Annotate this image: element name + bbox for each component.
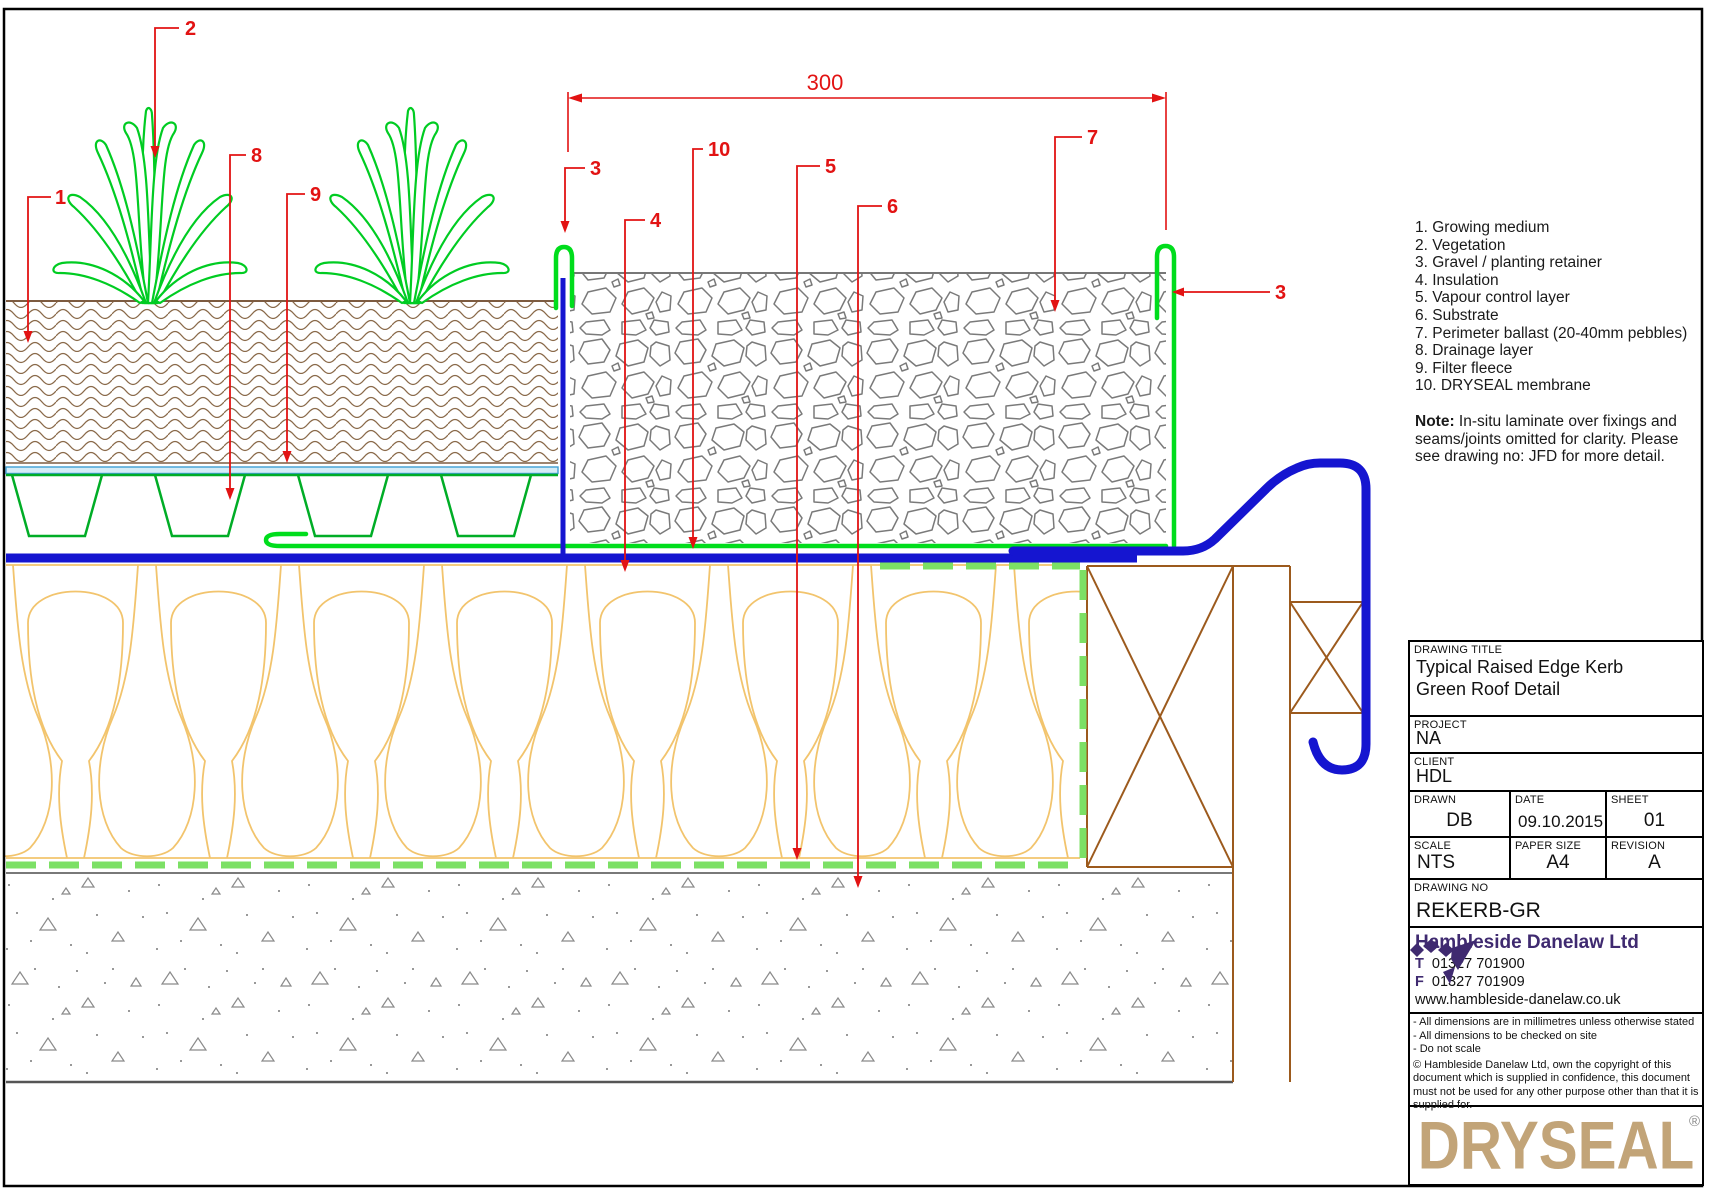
date-value: 09.10.2015 [1518,812,1603,832]
disclaimer-line: - All dimensions to be checked on site [1413,1030,1699,1044]
drawn-label: DRAWN [1414,794,1456,806]
legend-item: 7. Perimeter ballast (20-40mm pebbles) [1415,325,1715,343]
insulation-layer [4,565,1080,858]
registered-mark-icon: ® [1689,1113,1700,1130]
scale-paper-revision-section: SCALE NTS PAPER SIZE A4 REVISION A [1410,838,1702,880]
growing-medium-layer [6,301,558,463]
client-section: CLIENT HDL [1410,754,1702,792]
drawing-no-section: DRAWING NO REKERB-GR [1410,880,1702,928]
drainage-layer [6,475,558,536]
drawing-title-label: DRAWING TITLE [1414,644,1502,656]
drawing-title-line2: Green Roof Detail [1416,679,1560,700]
title-block: DRAWING TITLE Typical Raised Edge Kerb G… [1408,640,1704,1186]
date-label: DATE [1515,794,1544,806]
callout-3-left: 3 [590,158,601,180]
sheet-cell: SHEET 01 [1605,792,1702,836]
legend-item: 10. DRYSEAL membrane [1415,377,1715,395]
drawing-title-section: DRAWING TITLE Typical Raised Edge Kerb G… [1410,642,1702,717]
drawn-date-sheet-section: DRAWN DB DATE 09.10.2015 SHEET 01 [1410,792,1702,838]
drawing-note: Note: In-situ laminate over fixings and … [1415,413,1695,466]
drawing-no-label: DRAWING NO [1414,882,1488,894]
dryseal-logo: DRYSEAL [1418,1107,1695,1185]
drawing-title-line1: Typical Raised Edge Kerb [1416,657,1623,678]
disclaimer-line: - Do not scale [1413,1043,1699,1057]
client-value: HDL [1416,766,1452,787]
legend-item: 5. Vapour control layer [1415,289,1715,307]
sheet-label: SHEET [1611,794,1649,806]
drawn-cell: DRAWN DB [1410,792,1509,836]
callout-1: 1 [55,187,66,209]
legend-item: 8. Drainage layer [1415,342,1715,360]
paper-size-label: PAPER SIZE [1515,840,1581,852]
project-value: NA [1416,728,1441,749]
legend-item: 1. Growing medium [1415,219,1715,237]
callout-5: 5 [825,156,836,178]
brand-section: DRYSEAL ® [1410,1107,1702,1185]
legend-item: 3. Gravel / planting retainer [1415,254,1715,272]
callout-9: 9 [310,184,321,206]
hambleside-logo-icon [1410,936,1476,988]
paper-size-value: A4 [1511,852,1605,874]
paper-size-cell: PAPER SIZE A4 [1509,838,1605,878]
callout-6: 6 [887,196,898,218]
callout-10: 10 [708,139,730,161]
sheet-value: 01 [1607,810,1702,832]
dimension-label: 300 [807,70,844,95]
callout-4: 4 [650,210,662,232]
revision-cell: REVISION A [1605,838,1702,878]
note-body: In-situ laminate over fixings and seams/… [1415,413,1678,465]
company-website: www.hambleside-danelaw.co.uk [1415,992,1621,1008]
revision-value: A [1607,852,1702,874]
scale-value: NTS [1417,852,1455,874]
callout-8: 8 [251,145,262,167]
copyright-text: © Hambleside Danelaw Ltd, own the copyri… [1413,1059,1699,1113]
copyright-symbol: © [1413,1059,1421,1071]
callout-3-right: 3 [1275,282,1286,304]
vegetation-plants [53,108,508,303]
revision-label: REVISION [1611,840,1665,852]
scale-label: SCALE [1414,840,1451,852]
date-cell: DATE 09.10.2015 [1509,792,1605,836]
filter-fleece-layer [6,467,558,474]
note-prefix: Note: [1415,413,1455,430]
disclaimer-section: - All dimensions are in millimetres unle… [1410,1014,1702,1107]
drawing-no-value: REKERB-GR [1416,899,1541,923]
disclaimer-line: - All dimensions are in millimetres unle… [1413,1016,1699,1030]
legend-list: 1. Growing medium 2. Vegetation 3. Grave… [1415,219,1715,395]
legend-item: 2. Vegetation [1415,237,1715,255]
copyright-body: Hambleside Danelaw Ltd, own the copyrigh… [1413,1059,1699,1112]
drawn-value: DB [1410,810,1509,832]
callout-7: 7 [1087,127,1098,149]
scale-cell: SCALE NTS [1410,838,1509,878]
legend-item: 6. Substrate [1415,307,1715,325]
substrate-concrete-layer [6,873,1233,1082]
project-section: PROJECT NA [1410,717,1702,754]
perimeter-ballast-layer [570,273,1166,543]
callout-2: 2 [185,18,196,40]
company-section: Hambleside Danelaw Ltd T 01327 701900 F … [1410,928,1702,1014]
legend-item: 9. Filter fleece [1415,360,1715,378]
legend-item: 4. Insulation [1415,272,1715,290]
